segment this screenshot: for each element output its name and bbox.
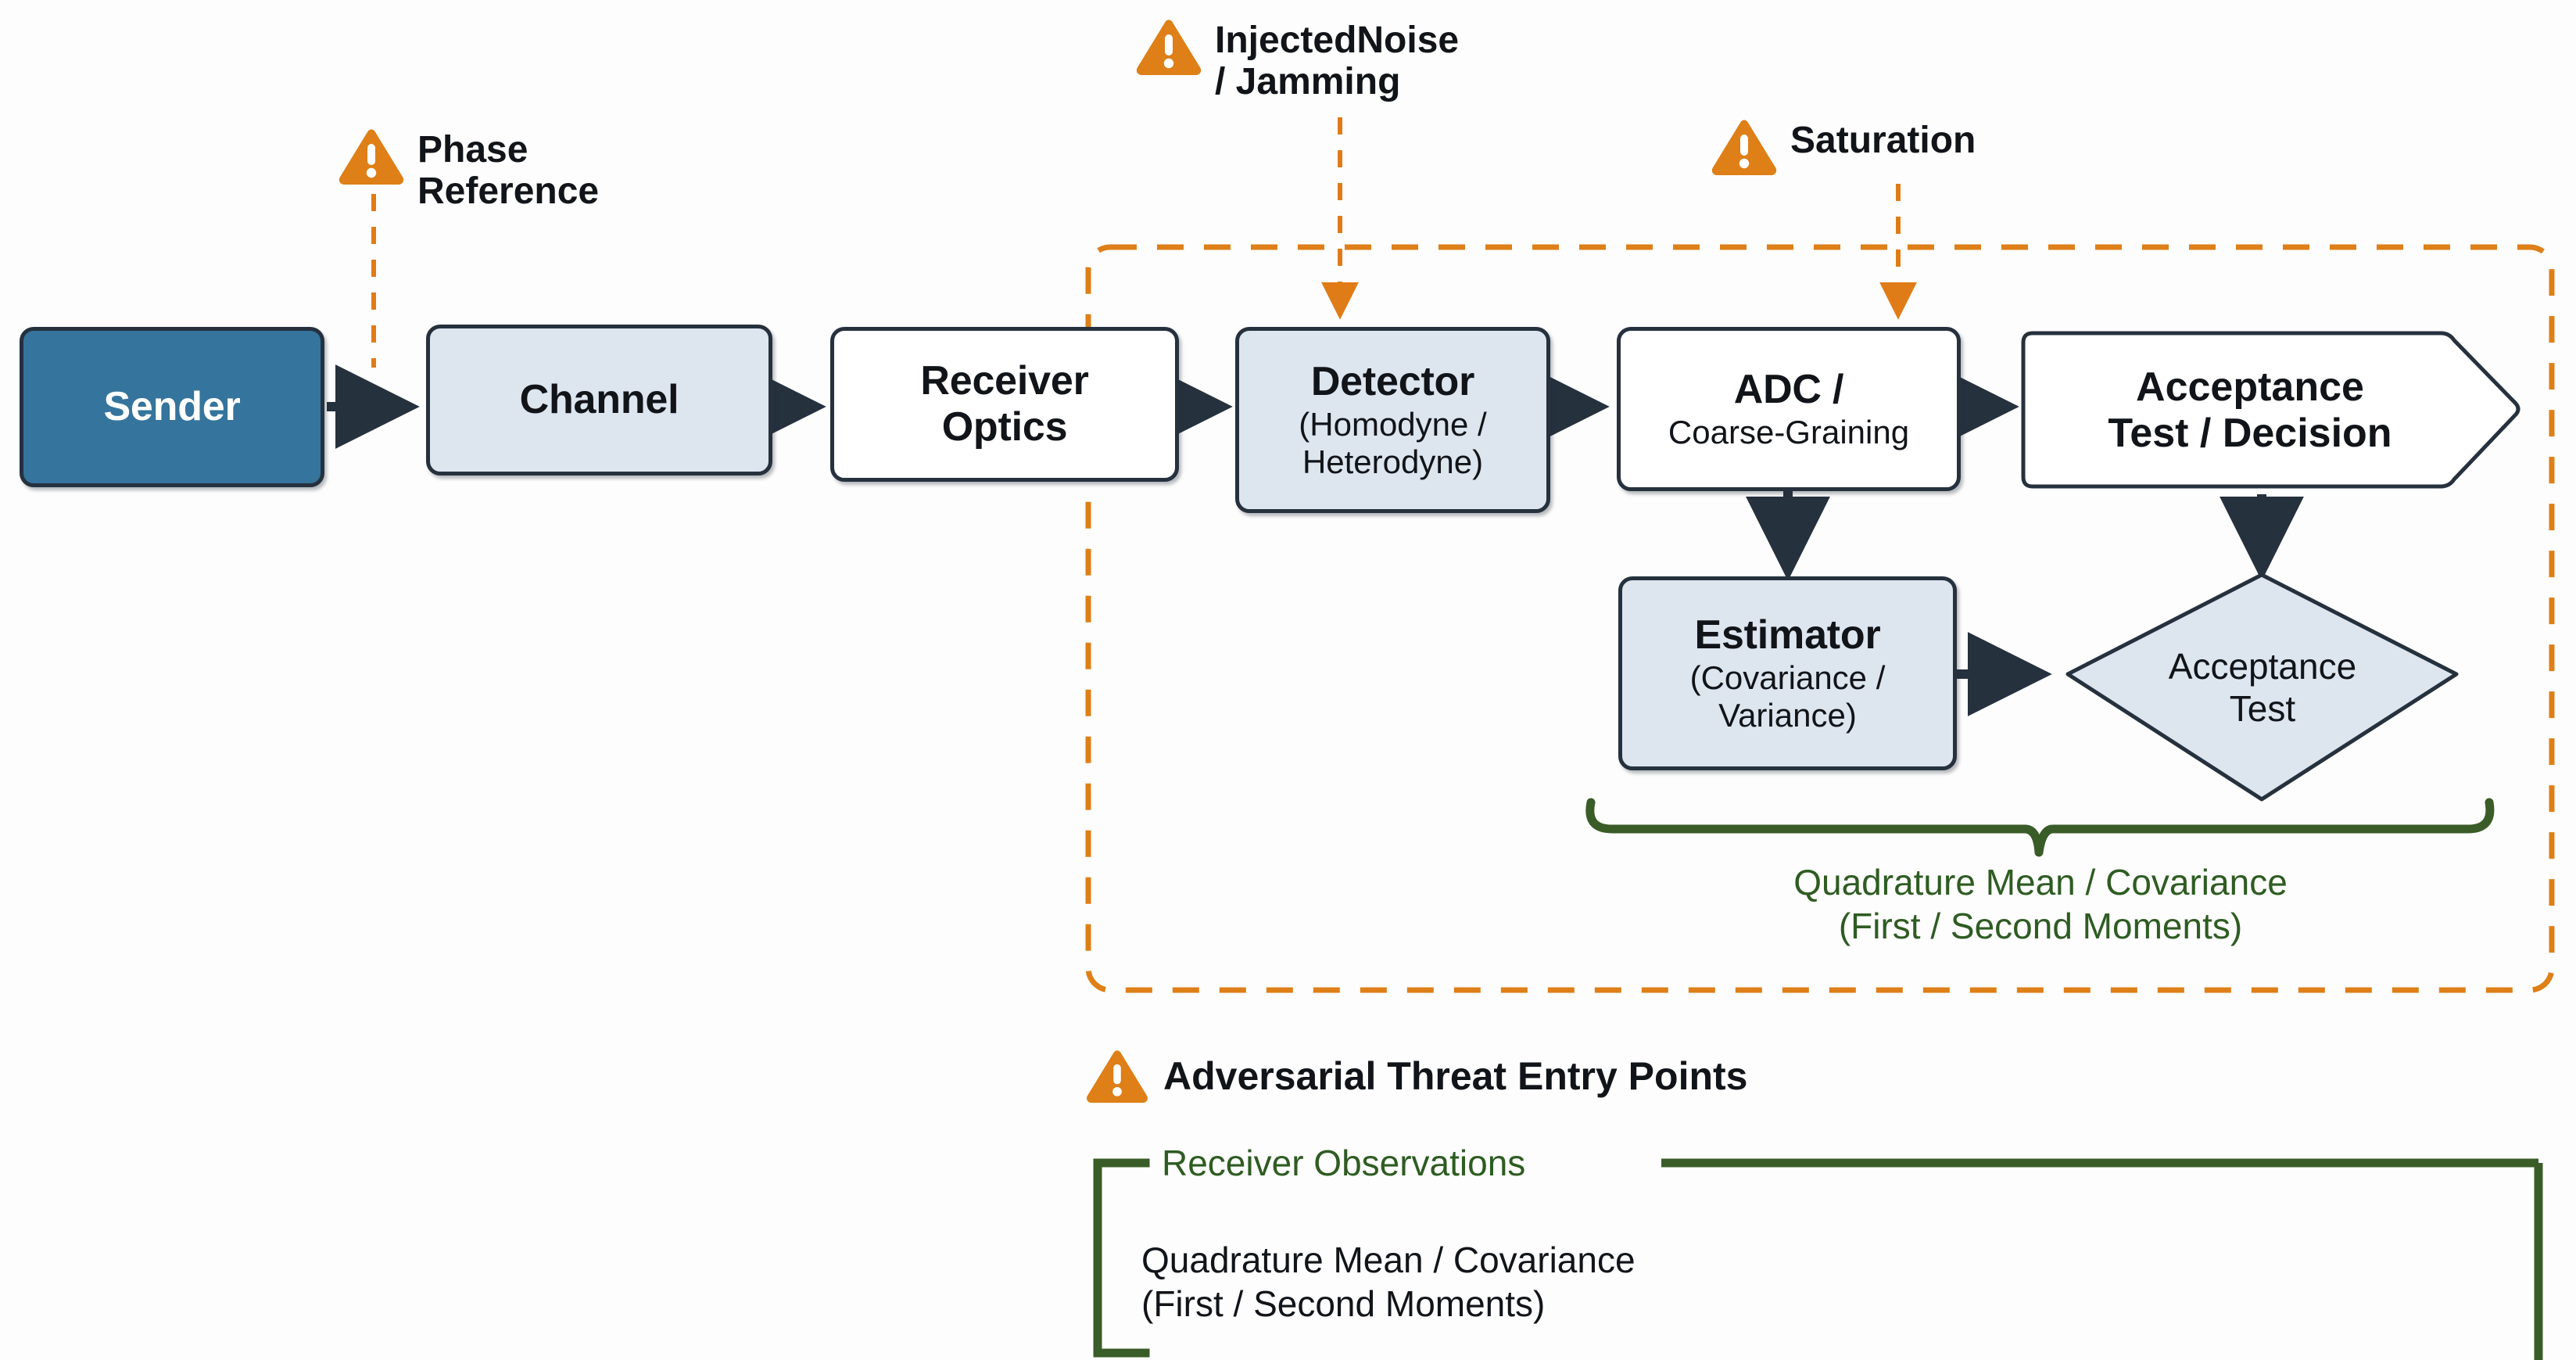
- threat-injected-noise[interactable]: InjectedNoise / Jamming: [1135, 17, 1459, 103]
- warning-triangle-icon: [1136, 20, 1202, 75]
- observations-brace: [1585, 798, 2495, 857]
- node-channel[interactable]: Channel: [426, 325, 772, 475]
- node-adc-subtitle: Coarse-Graining: [1668, 413, 1910, 450]
- node-receiver-optics-title: Receiver Optics: [920, 357, 1089, 450]
- node-adc-title: ADC /: [1733, 367, 1844, 413]
- threat-saturation[interactable]: Saturation: [1711, 117, 1976, 177]
- warning-triangle-icon: [339, 129, 404, 185]
- threat-injected-noise-label: InjectedNoise / Jamming: [1215, 20, 1460, 102]
- node-sender-title: Sender: [103, 383, 241, 429]
- node-detector-subtitle: (Homodyne / Heterodyne): [1299, 405, 1487, 480]
- observations-legend-bracket: [1093, 1158, 1150, 1358]
- node-acceptance-test-title: Acceptance Test: [2168, 645, 2357, 729]
- warning-triangle-icon: [1711, 120, 1777, 175]
- threat-saturation-label: Saturation: [1790, 120, 1976, 161]
- threat-phase-reference[interactable]: Phase Reference: [338, 127, 599, 213]
- node-estimator-title: Estimator: [1694, 612, 1881, 658]
- threat-phase-reference-label: Phase Reference: [417, 129, 600, 212]
- node-detector[interactable]: Detector (Homodyne / Heterodyne): [1235, 327, 1550, 513]
- threat-legend-label: Adversarial Threat Entry Points: [1163, 1054, 1748, 1098]
- node-acceptance-decision-title: Acceptance Test / Decision: [2108, 364, 2392, 456]
- node-channel-title: Channel: [519, 376, 679, 422]
- node-acceptance-decision[interactable]: Acceptance Test / Decision: [2023, 333, 2524, 488]
- node-estimator[interactable]: Estimator (Covariance / Variance): [1618, 576, 1957, 770]
- node-acceptance-test[interactable]: Acceptance Test: [2068, 575, 2457, 800]
- node-estimator-subtitle: (Covariance / Variance): [1689, 658, 1886, 734]
- observations-brace-label: Quadrature Mean / Covariance (First / Se…: [1793, 862, 2288, 947]
- node-adc[interactable]: ADC / Coarse-Graining: [1617, 327, 1961, 491]
- node-receiver-optics[interactable]: Receiver Optics: [830, 327, 1179, 482]
- observations-legend-caption: Receiver Observations: [1151, 1142, 1537, 1184]
- warning-triangle-icon: [1087, 1050, 1148, 1103]
- node-detector-title: Detector: [1310, 359, 1475, 405]
- node-sender[interactable]: Sender: [20, 327, 324, 487]
- observations-legend-body: Quadrature Mean / Covariance (First / Se…: [1141, 1240, 1636, 1325]
- threat-legend: Adversarial Threat Entry Points: [1085, 1048, 1747, 1104]
